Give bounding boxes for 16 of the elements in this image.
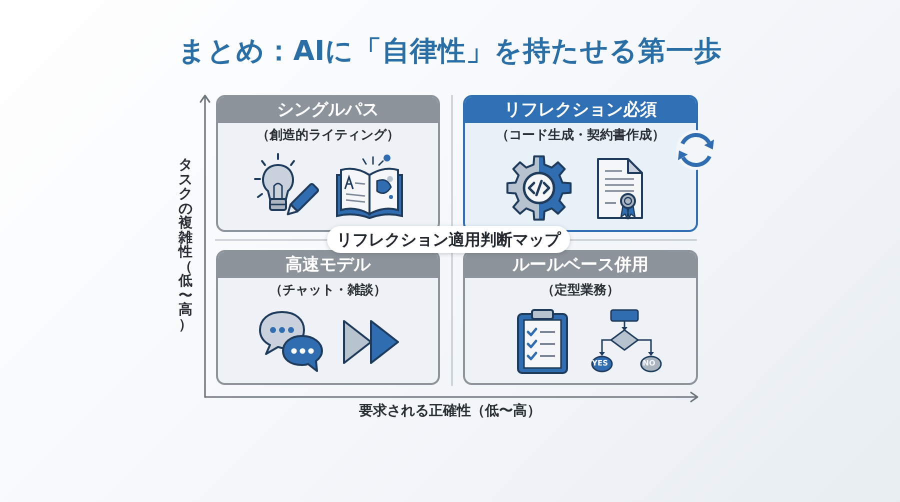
heading-band: 高速モデル [218, 252, 438, 278]
heading-band: シングルパス [218, 97, 438, 123]
quadrant-panel [463, 95, 698, 232]
axis-label: タスクの複雑性（低〜高） [178, 158, 193, 332]
quadrant-panel [463, 250, 698, 385]
axis-label: 要求される正確性（低〜高） [359, 403, 541, 420]
box-subtitle: （定型業務） [542, 283, 620, 299]
quadrant-panel [216, 250, 440, 385]
box-subtitle: （コード生成・契約書作成） [496, 128, 665, 144]
heading-band: ルールベース併用 [465, 252, 696, 278]
heading-band: リフレクション必須 [465, 97, 696, 123]
quadrant-panel [216, 95, 440, 232]
box-subtitle: （チャット・雑談） [270, 283, 386, 299]
box-subtitle: （創造的ライティング） [256, 128, 400, 144]
title-pill: リフレクション適用判断マップ [327, 226, 570, 253]
title: まとめ：AIに「自律性」を持たせる第一歩 [178, 34, 722, 69]
